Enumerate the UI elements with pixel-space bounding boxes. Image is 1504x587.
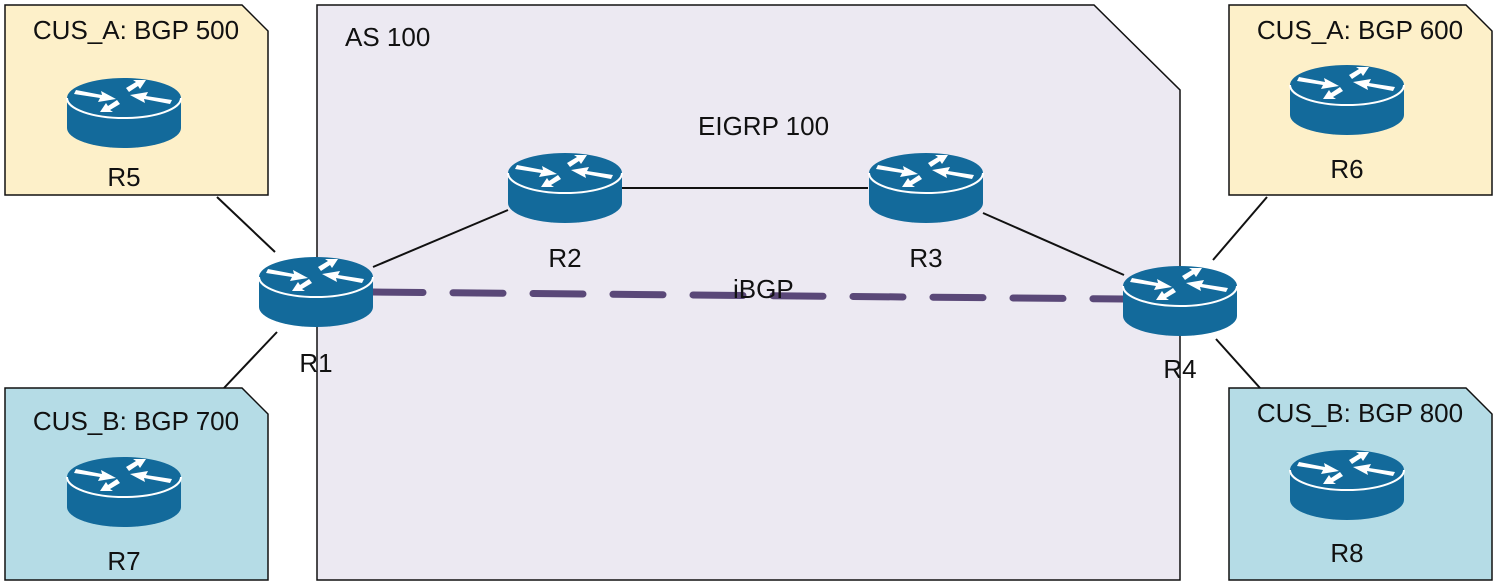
customer-box-label: CUS_B: BGP 800 bbox=[1257, 398, 1463, 428]
router-label-r1: R1 bbox=[299, 348, 332, 378]
router-label-r5: R5 bbox=[107, 162, 140, 192]
router-label-r4: R4 bbox=[1163, 354, 1196, 384]
router-icon-r6[interactable] bbox=[1289, 64, 1405, 136]
router-icon-r7[interactable] bbox=[66, 456, 182, 528]
customer-box-label: CUS_A: BGP 600 bbox=[1257, 15, 1463, 45]
link-r1-r7 bbox=[223, 331, 278, 389]
ibgp-label: iBGP bbox=[733, 274, 794, 304]
link-r4-r8 bbox=[1215, 338, 1261, 389]
link-r1-r4-ibgp bbox=[369, 288, 1128, 303]
router-icon-r4[interactable] bbox=[1122, 265, 1238, 337]
router-icon-r8[interactable] bbox=[1289, 449, 1405, 521]
router-icon-r3[interactable] bbox=[868, 152, 984, 224]
router-icon-r2[interactable] bbox=[507, 152, 623, 224]
router-icon-r1[interactable] bbox=[258, 256, 374, 328]
router-label-r7: R7 bbox=[107, 546, 140, 576]
router-label-r6: R6 bbox=[1330, 154, 1363, 184]
link-r1-r5 bbox=[216, 196, 276, 253]
router-label-r2: R2 bbox=[548, 243, 581, 273]
router-icon-r5[interactable] bbox=[66, 77, 182, 149]
as-area-label: AS 100 bbox=[345, 22, 430, 52]
link-r4-r6 bbox=[1212, 196, 1268, 261]
link-r3-r4 bbox=[982, 212, 1125, 276]
protocol-label: EIGRP 100 bbox=[698, 111, 829, 141]
router-label-r8: R8 bbox=[1330, 538, 1363, 568]
customer-box-label: CUS_B: BGP 700 bbox=[33, 406, 239, 436]
router-label-r3: R3 bbox=[909, 243, 942, 273]
customer-box-label: CUS_A: BGP 500 bbox=[33, 15, 239, 45]
link-r1-r2 bbox=[372, 209, 509, 268]
